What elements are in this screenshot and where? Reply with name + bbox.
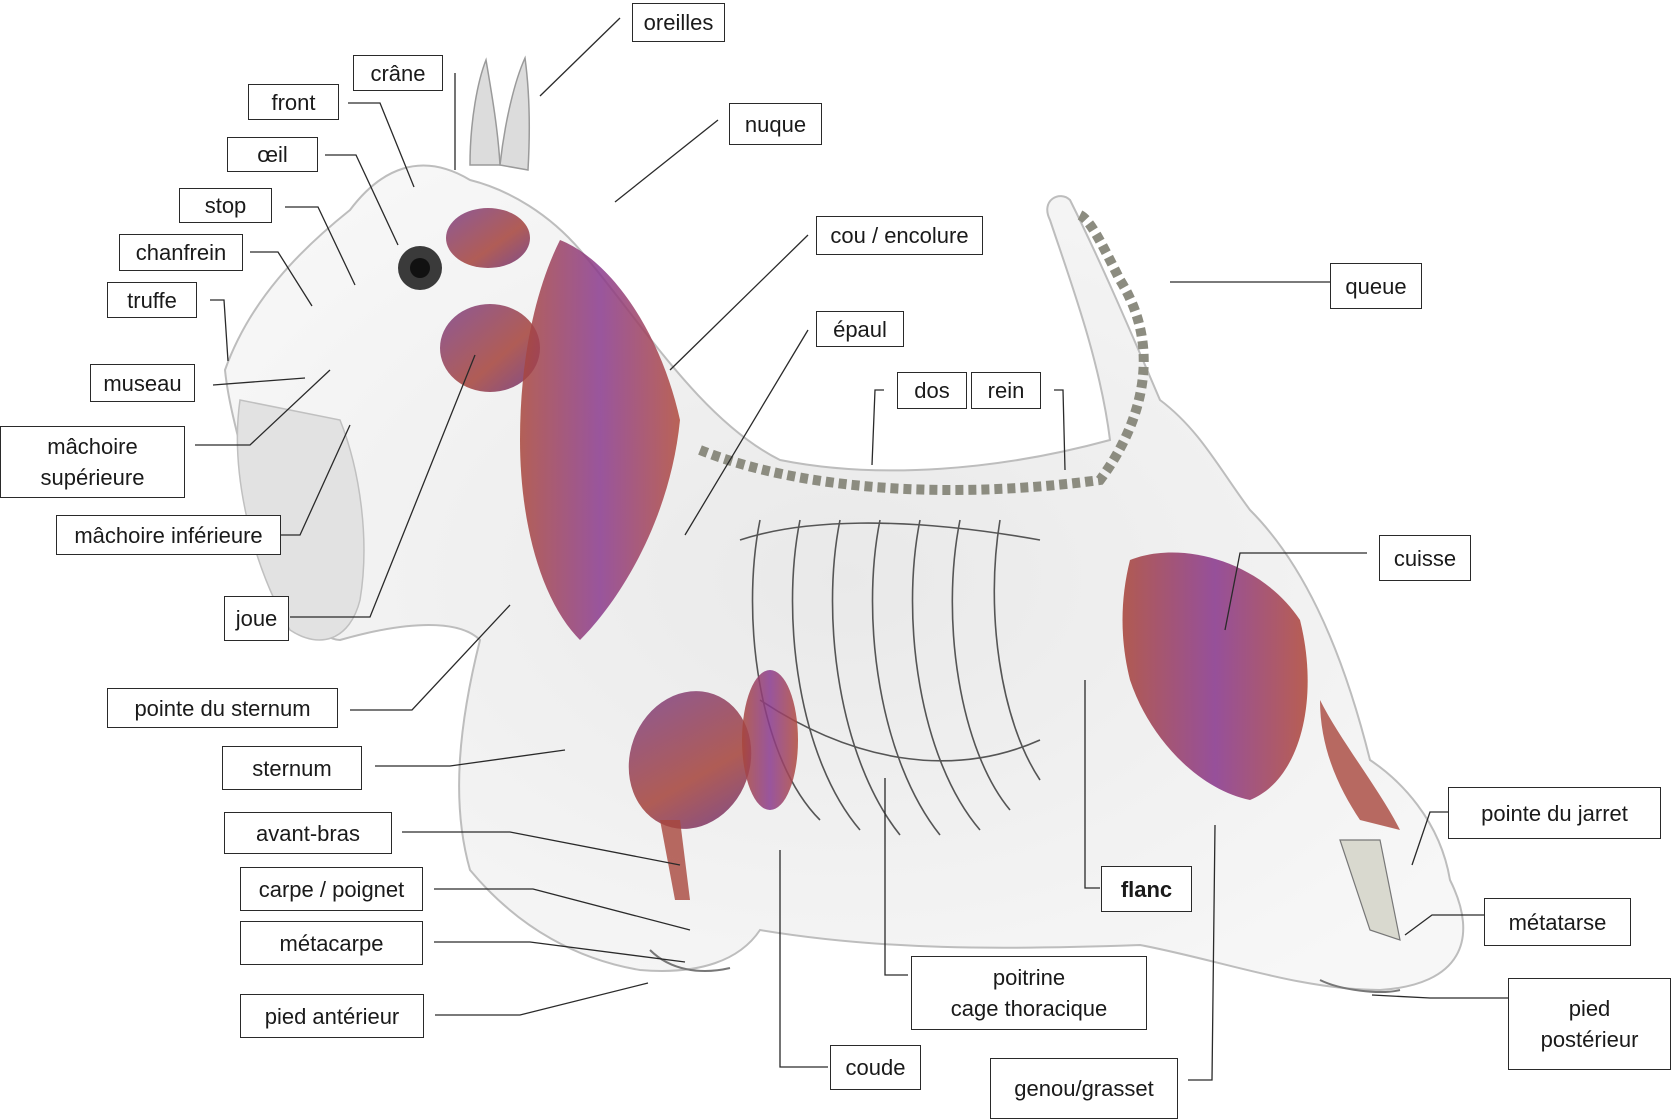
- label-dos: dos: [897, 372, 967, 409]
- label-metacarpe: métacarpe: [240, 921, 423, 965]
- label-museau: museau: [90, 364, 195, 402]
- label-cou-encolure: cou / encolure: [816, 216, 983, 255]
- label-oreilles: oreilles: [632, 3, 725, 42]
- label-machoire-superieure: mâchoire supérieure: [0, 426, 185, 498]
- label-truffe: truffe: [107, 282, 197, 318]
- label-metatarse: métatarse: [1484, 898, 1631, 946]
- leader-lines: [195, 17, 1510, 1081]
- label-chanfrein: chanfrein: [119, 234, 243, 271]
- label-flanc: flanc: [1101, 866, 1192, 912]
- label-stop: stop: [179, 188, 272, 223]
- label-avant-bras: avant-bras: [224, 812, 392, 854]
- label-front: front: [248, 84, 339, 120]
- label-epaul: épaul: [816, 311, 904, 347]
- label-pied-anterieur: pied antérieur: [240, 994, 424, 1038]
- dog-body: [223, 55, 1465, 993]
- label-joue: joue: [224, 596, 289, 641]
- label-poitrine-cage-thoracique: poitrine cage thoracique: [911, 956, 1147, 1030]
- label-crane: crâne: [353, 55, 443, 91]
- label-cuisse: cuisse: [1379, 535, 1471, 581]
- label-queue: queue: [1330, 263, 1422, 309]
- label-pointe-du-sternum: pointe du sternum: [107, 688, 338, 728]
- label-oeil: œil: [227, 137, 318, 172]
- label-rein: rein: [971, 372, 1041, 409]
- label-sternum: sternum: [222, 746, 362, 790]
- label-nuque: nuque: [729, 103, 822, 145]
- label-machoire-inferieure: mâchoire inférieure: [56, 515, 281, 555]
- label-carpe-poignet: carpe / poignet: [240, 867, 423, 911]
- label-genou-grasset: genou/grasset: [990, 1058, 1178, 1119]
- label-coude: coude: [830, 1045, 921, 1090]
- label-pointe-du-jarret: pointe du jarret: [1448, 787, 1661, 839]
- label-pied-posterieur: pied postérieur: [1508, 978, 1671, 1070]
